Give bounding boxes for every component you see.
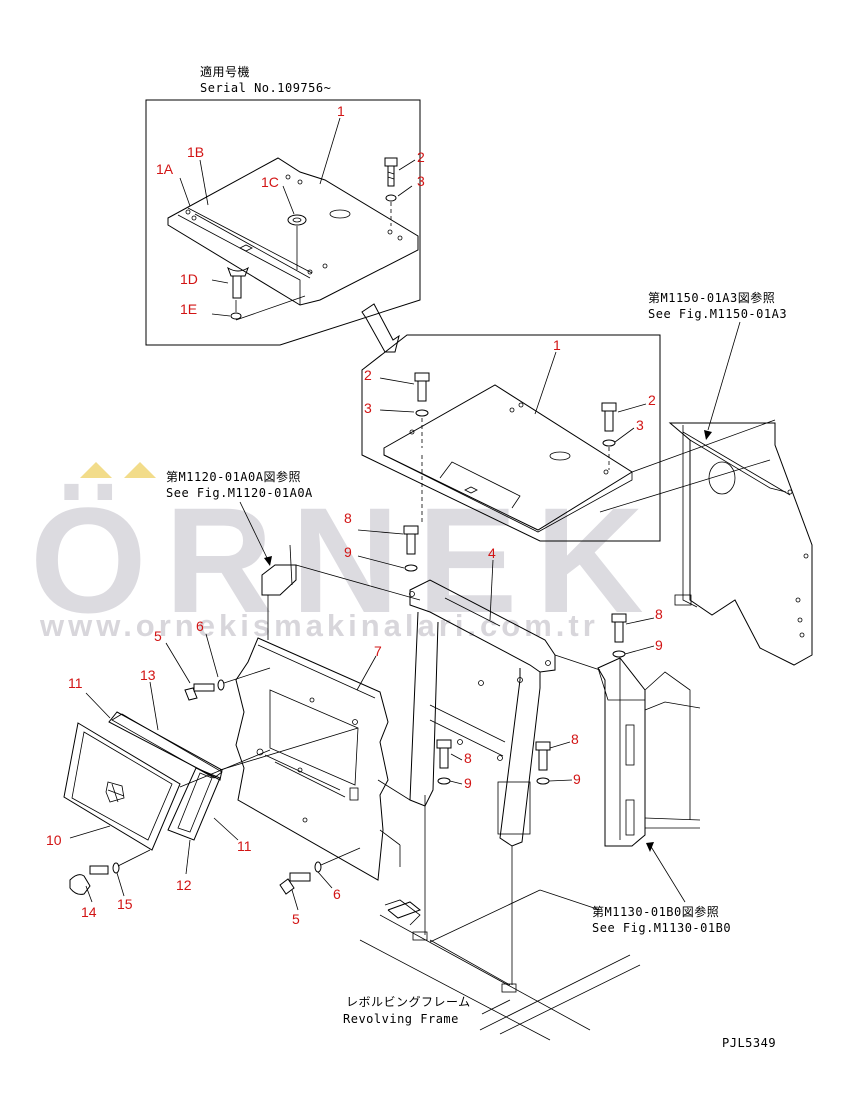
callout-inset-1: 1 bbox=[337, 103, 345, 119]
grille-10 bbox=[63, 722, 181, 851]
watermark-accent-left bbox=[80, 462, 112, 478]
inset-serial: Serial No.109756~ bbox=[200, 81, 331, 95]
revolving-frame: レボルビングフレーム Revolving Frame bbox=[343, 795, 641, 1041]
watermark-brand: ÖRNEK bbox=[30, 476, 662, 644]
right-upper-frame: 第M1150-01A3図参照 See Fig.M1150-01A3 bbox=[599, 290, 813, 666]
detail-arrow bbox=[361, 303, 400, 353]
callout-14: 14 bbox=[81, 904, 97, 920]
ref-m1150-en: See Fig.M1150-01A3 bbox=[648, 307, 787, 321]
callout-12: 12 bbox=[176, 877, 192, 893]
frame-label-en: Revolving Frame bbox=[343, 1012, 459, 1026]
callout-8b: 8 bbox=[464, 750, 472, 766]
callout-13: 13 bbox=[140, 667, 156, 683]
callout-top-2a: 2 bbox=[364, 367, 372, 383]
gasket-13 bbox=[108, 711, 223, 781]
ref-m1130-en: See Fig.M1130-01B0 bbox=[592, 921, 731, 935]
callout-inset-1b: 1B bbox=[187, 144, 204, 160]
grille-assembly: 11 13 10 11 12 14 15 bbox=[46, 667, 359, 920]
frame-label-jp: レボルビングフレーム bbox=[346, 995, 471, 1009]
left-ref-bracket: 第M1120-01A0A図参照 See Fig.M1120-01A0A bbox=[166, 469, 421, 640]
inset-plate bbox=[167, 157, 419, 306]
callout-8a: 8 bbox=[344, 510, 352, 526]
main-bracket-4: 4 8 9 8 9 8 9 bbox=[344, 455, 581, 847]
callout-inset-1c: 1C bbox=[261, 174, 279, 190]
callout-15: 15 bbox=[117, 896, 133, 912]
callout-inset-3: 3 bbox=[417, 173, 425, 189]
panel-7: 7 5 6 bbox=[154, 618, 411, 881]
callout-inset-2: 2 bbox=[417, 149, 425, 165]
ref-m1150-jp: 第M1150-01A3図参照 bbox=[648, 290, 775, 305]
callout-4: 4 bbox=[488, 545, 496, 561]
ref-m1120-jp: 第M1120-01A0A図参照 bbox=[166, 469, 301, 484]
callout-7: 7 bbox=[374, 643, 382, 659]
callout-9c: 9 bbox=[573, 771, 581, 787]
callout-8d: 8 bbox=[655, 606, 663, 622]
watermark: ÖRNEK www.ornekismakinalari.com.tr bbox=[30, 462, 662, 644]
lower-bolt-5: 5 6 bbox=[279, 847, 361, 927]
callout-top-1: 1 bbox=[553, 337, 561, 353]
watermark-accent-right bbox=[124, 462, 156, 478]
right-lower-frame: 8 9 第M1130-01B0図参照 See Fig.M1130-01B0 bbox=[554, 606, 731, 935]
frame-12 bbox=[167, 767, 221, 841]
callout-inset-1a: 1A bbox=[156, 161, 174, 177]
callout-8c: 8 bbox=[571, 731, 579, 747]
ref-m1120-en: See Fig.M1120-01A0A bbox=[166, 486, 313, 500]
callout-6a: 6 bbox=[196, 618, 204, 634]
upper-plate bbox=[383, 384, 633, 531]
inset-jp-title: 適用号機 bbox=[200, 64, 250, 79]
callout-top-3b: 3 bbox=[636, 417, 644, 433]
callout-5a: 5 bbox=[154, 628, 162, 644]
callout-9b: 9 bbox=[464, 775, 472, 791]
drawing-code: PJL5349 bbox=[722, 1036, 776, 1050]
callout-9a: 9 bbox=[344, 544, 352, 560]
watermark-site: www.ornekismakinalari.com.tr bbox=[39, 608, 599, 643]
ref-m1130-jp: 第M1130-01B0図参照 bbox=[592, 904, 719, 919]
callout-inset-1d: 1D bbox=[180, 271, 198, 287]
inset-frame bbox=[145, 99, 421, 346]
inset-detail: 適用号機 Serial No.109756~ bbox=[145, 64, 425, 346]
callout-top-2b: 2 bbox=[648, 392, 656, 408]
callout-11a: 11 bbox=[68, 675, 83, 691]
callout-6b: 6 bbox=[333, 886, 341, 902]
callout-5b: 5 bbox=[292, 911, 300, 927]
upper-plate-group: 1 2 3 2 3 bbox=[361, 334, 661, 542]
callout-9d: 9 bbox=[655, 637, 663, 653]
callout-11b: 11 bbox=[237, 838, 252, 854]
callout-inset-1e: 1E bbox=[180, 301, 197, 317]
callout-10: 10 bbox=[46, 832, 62, 848]
callout-top-3a: 3 bbox=[364, 400, 372, 416]
